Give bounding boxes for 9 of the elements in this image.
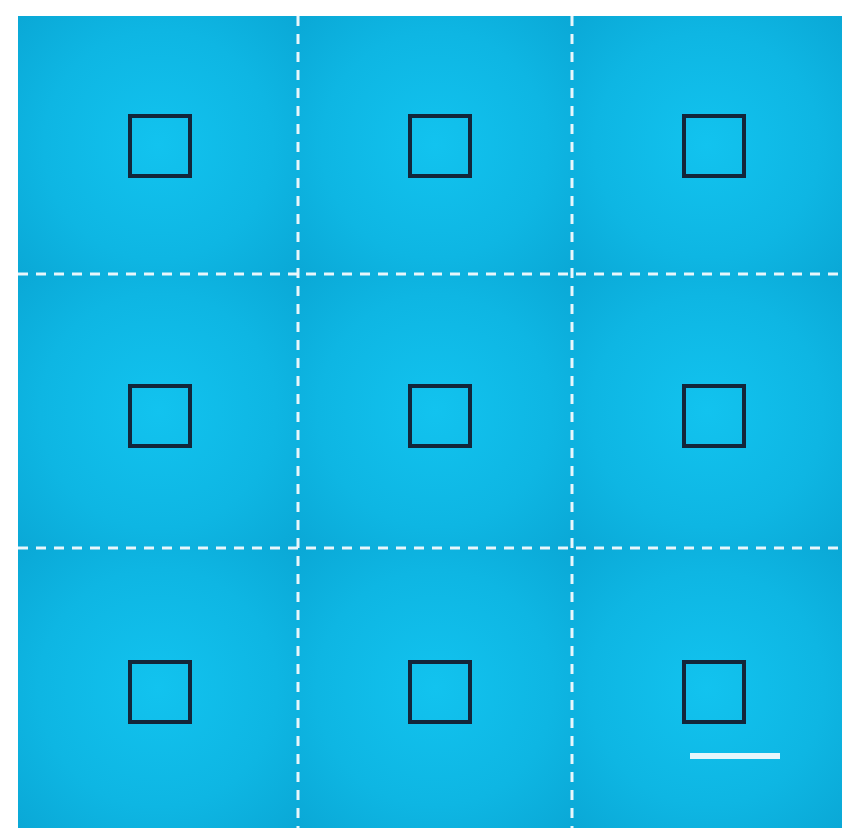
square-marker <box>128 114 192 178</box>
square-marker <box>408 660 472 724</box>
square-marker <box>682 384 746 448</box>
square-marker <box>408 384 472 448</box>
square-marker <box>682 660 746 724</box>
square-marker <box>408 114 472 178</box>
square-marker <box>128 384 192 448</box>
square-marker <box>128 660 192 724</box>
square-marker <box>682 114 746 178</box>
